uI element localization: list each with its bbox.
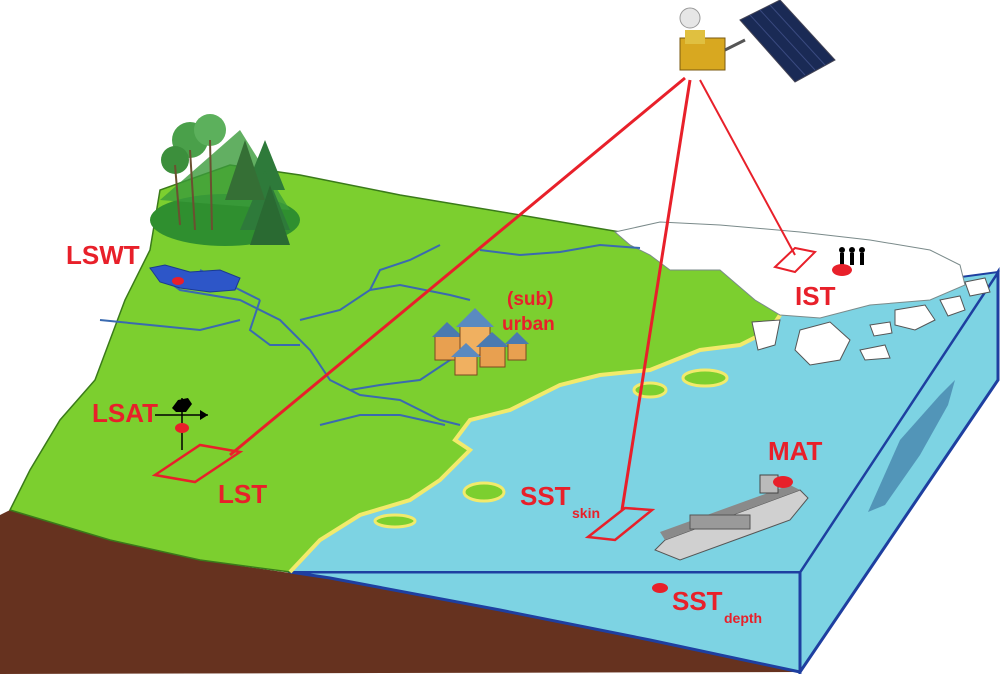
ist-point [832,264,852,276]
fish-icon [868,380,955,512]
people-icon [839,247,865,265]
sst-depth-subscript: depth [724,610,762,626]
mat-label: MAT [768,436,823,466]
ice-floe [964,277,991,297]
sst-skin-subscript: skin [572,505,600,521]
sub-urban-label: urban [502,314,555,335]
ice-floe [794,321,851,366]
lsat-label: LSAT [92,398,158,428]
lake [149,264,241,293]
town-icon [432,308,529,376]
ice-floe [859,344,891,361]
sst-depth-point [652,583,668,593]
lswt-point [172,277,184,285]
lst-label: LST [218,479,267,509]
ist-label: IST [795,281,836,311]
ice-floe [751,319,781,351]
forest-icon [150,114,300,246]
ice-floe [894,304,936,331]
river-network [99,243,641,426]
ship-icon [654,474,809,561]
island [681,368,729,388]
lsat-point [175,423,189,433]
sst-depth-label: SST [672,586,723,616]
ice-floe [939,295,966,317]
island [462,481,506,503]
ice-floe [869,321,893,337]
satellite-icon [679,0,836,83]
lst-footprint [151,443,244,484]
mat-point [773,476,793,488]
lswt-label: LSWT [66,240,140,270]
sst-skin-footprint [584,506,656,542]
measurement-lines [229,76,796,511]
sst-skin-label: SST [520,481,571,511]
sub-urban-sub-label: (sub) [507,289,553,310]
ist-footprint [772,246,818,274]
coastline [288,298,792,574]
island [373,513,417,529]
